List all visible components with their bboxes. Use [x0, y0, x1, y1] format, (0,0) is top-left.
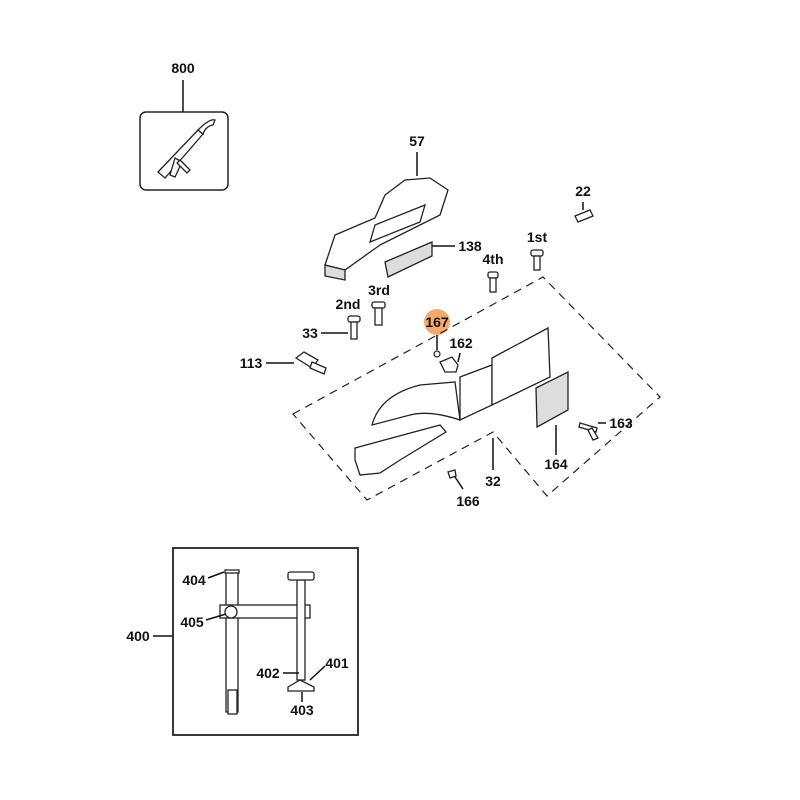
tool-wrench-icon	[157, 119, 216, 179]
label-164[interactable]: 164	[544, 456, 568, 472]
label-113[interactable]: 113	[240, 355, 263, 371]
part-400-group[interactable]: 400 404 405 402 401 403	[126, 547, 359, 736]
label-33[interactable]: 33	[302, 325, 318, 341]
label-1st[interactable]: 1st	[527, 229, 548, 245]
label-800[interactable]: 800	[171, 60, 195, 76]
label-2nd[interactable]: 2nd	[336, 296, 361, 312]
part-164-plate	[535, 370, 569, 429]
part-163-group[interactable]: 163	[578, 415, 633, 441]
part-4th-group[interactable]: 4th	[483, 251, 504, 293]
label-22[interactable]: 22	[575, 183, 591, 199]
highlight-marker-167	[424, 309, 450, 335]
part-138-group[interactable]: 138	[384, 238, 482, 278]
part-3rd-group[interactable]: 3rd	[368, 282, 390, 326]
label-3rd[interactable]: 3rd	[368, 282, 390, 298]
label-400[interactable]: 400	[126, 628, 150, 644]
label-163[interactable]: 163	[609, 415, 633, 431]
part-167-group[interactable]: 167	[424, 309, 450, 358]
label-4th[interactable]: 4th	[483, 251, 504, 267]
part-32-group[interactable]: 32	[354, 326, 551, 489]
part-162-group[interactable]: 162	[439, 335, 473, 373]
part-166-group[interactable]: 166	[447, 469, 480, 509]
part-57-group[interactable]: 57	[324, 133, 449, 281]
label-405[interactable]: 405	[180, 614, 204, 630]
label-404[interactable]: 404	[182, 572, 206, 588]
part-22-group[interactable]: 22	[574, 183, 594, 223]
label-403[interactable]: 403	[290, 702, 314, 718]
part-164-group[interactable]: 164	[535, 370, 569, 472]
clamp-drawing	[219, 569, 315, 715]
part-2nd-group[interactable]: 2nd	[336, 296, 361, 340]
label-162[interactable]: 162	[449, 335, 473, 351]
assembly-32-outline	[292, 276, 661, 501]
part-138-label	[384, 241, 433, 278]
clamp-box	[172, 547, 359, 736]
label-401[interactable]: 401	[325, 655, 349, 671]
label-167[interactable]: 167	[425, 314, 449, 330]
label-138[interactable]: 138	[458, 238, 482, 254]
label-166[interactable]: 166	[456, 493, 480, 509]
part-1st-group[interactable]: 1st	[527, 229, 548, 271]
part-33-group[interactable]: 33	[302, 325, 348, 341]
part-800-group[interactable]: 800	[139, 60, 229, 191]
label-402[interactable]: 402	[256, 665, 280, 681]
label-57[interactable]: 57	[409, 133, 425, 149]
label-32[interactable]: 32	[485, 473, 501, 489]
part-113-group[interactable]: 113	[240, 351, 327, 375]
